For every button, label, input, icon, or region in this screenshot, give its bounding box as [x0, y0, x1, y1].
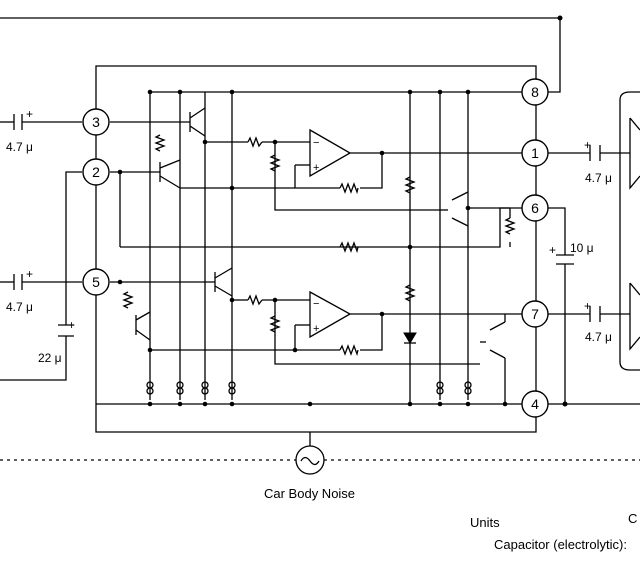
cap-label-in3: 4.7 μ: [6, 140, 33, 154]
opamp-lower: − +: [309, 290, 352, 339]
svg-text:+: +: [68, 318, 75, 332]
svg-text:+: +: [584, 299, 591, 313]
cap-label-22u: 22 μ: [38, 351, 62, 365]
pin-4: 4: [521, 390, 549, 418]
svg-text:−: −: [313, 298, 319, 310]
ic-outline: [95, 65, 537, 433]
pin-7: 7: [521, 300, 549, 328]
current-sources: [146, 381, 472, 395]
capacitor-output-7: + 4.7 μ: [584, 299, 612, 344]
svg-text:+: +: [26, 267, 33, 281]
cap-label-in5: 4.7 μ: [6, 300, 33, 314]
cap-label-10u: 10 μ: [570, 241, 594, 255]
svg-text:+: +: [584, 138, 591, 152]
pin-2: 2: [82, 158, 110, 186]
svg-text:+: +: [549, 243, 556, 257]
pin-3: 3: [82, 108, 110, 136]
noise-source-icon: [295, 445, 325, 475]
svg-text:6: 6: [531, 200, 539, 216]
svg-text:7: 7: [531, 306, 539, 322]
svg-text:2: 2: [92, 164, 100, 180]
pin-8: 8: [521, 78, 549, 106]
capacitor-input-5: + 4.7 μ: [6, 267, 33, 314]
svg-text:8: 8: [531, 84, 539, 100]
svg-text:1: 1: [531, 145, 539, 161]
cut-off-label: C: [628, 511, 637, 526]
capacitor-output-1: + 4.7 μ: [584, 138, 612, 185]
speaker-amplifier: [619, 91, 640, 371]
capacitor-electrolytic-label: Capacitor (electrolytic):: [494, 537, 627, 552]
svg-text:+: +: [313, 323, 319, 335]
pin-6: 6: [521, 194, 549, 222]
svg-text:3: 3: [92, 114, 100, 130]
cap-label-out7: 4.7 μ: [585, 330, 612, 344]
capacitor-22u: + 22 μ: [38, 318, 75, 365]
capacitor-input-3: + 4.7 μ: [6, 107, 33, 154]
svg-text:+: +: [313, 162, 319, 174]
opamp-upper: − +: [309, 128, 352, 178]
svg-text:+: +: [26, 107, 33, 121]
pin-1: 1: [521, 139, 549, 167]
capacitor-10u: + 10 μ: [549, 241, 594, 265]
cap-label-out1: 4.7 μ: [585, 171, 612, 185]
svg-text:−: −: [313, 137, 319, 149]
pin-5: 5: [82, 268, 110, 296]
svg-text:5: 5: [92, 274, 100, 290]
svg-text:4: 4: [531, 396, 539, 412]
external-wiring: [0, 15, 640, 461]
units-label: Units: [470, 515, 500, 530]
internal-circuit: [96, 89, 522, 407]
car-body-noise-label: Car Body Noise: [264, 486, 355, 501]
